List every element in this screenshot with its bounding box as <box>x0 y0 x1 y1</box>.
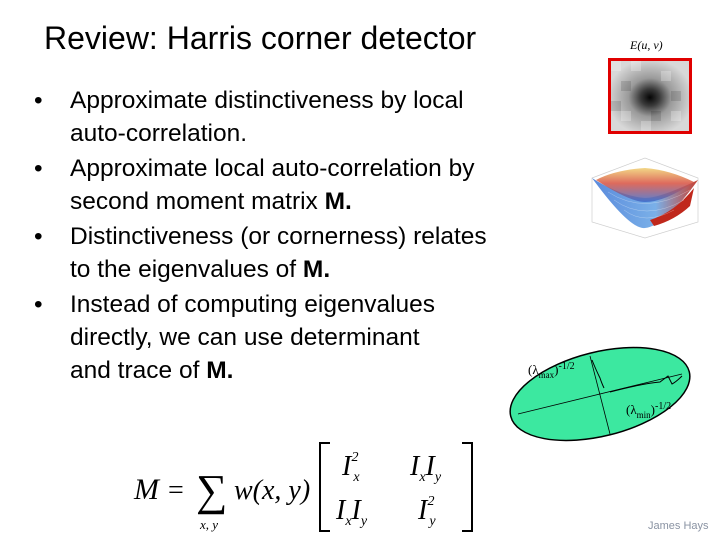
lambda-min-sup: -1/2 <box>655 401 671 412</box>
bullet-text: to the eigenvalues of <box>70 256 303 283</box>
matrix-bracket-left <box>319 442 330 532</box>
bullet-item: • Distinctiveness (or cornerness) relate… <box>34 220 594 286</box>
lambda-min-brace <box>609 375 683 393</box>
matrix-cell-21: IxIy <box>335 495 368 529</box>
bullet-line: second moment matrix M. <box>70 185 594 218</box>
autocorrelation-image <box>611 61 689 131</box>
eigenvalue-ellipse: (λmax)-1/2 (λmin)-1/2 <box>509 346 691 442</box>
bullet-bold: M. <box>302 256 331 283</box>
bullet-line: directly, we can use determinant <box>70 324 420 351</box>
bullet-text: second moment matrix <box>70 188 325 215</box>
slide-title: Review: Harris corner detector <box>44 20 477 56</box>
bullet-dot: • <box>34 87 43 114</box>
bullet-list: • Approximate distinctiveness by local a… <box>34 84 594 389</box>
bullet-line: Approximate distinctiveness by local <box>70 87 464 114</box>
bullet-dot: • <box>34 291 43 318</box>
bullet-dot: • <box>34 223 43 250</box>
bullet-line: Distinctiveness (or cornerness) relates <box>70 223 487 250</box>
formula-lhs: M <box>133 473 161 506</box>
formula-weight: w(x, y) <box>234 475 310 506</box>
matrix-bracket-right <box>462 442 473 532</box>
error-surface-plot <box>591 157 699 239</box>
bullet-item: • Instead of computing eigenvalues direc… <box>34 288 594 387</box>
lambda-max-close: ) <box>554 362 558 377</box>
bullet-bold: M. <box>324 188 352 215</box>
lambda-max-sub: max <box>539 370 555 380</box>
lambda-max-label: (λmax)-1/2 <box>528 361 575 380</box>
bullet-line: Approximate local auto-correlation by <box>70 155 475 182</box>
formula-sum: ∑ <box>196 466 227 515</box>
bullet-item: • Approximate distinctiveness by local a… <box>34 84 594 150</box>
lambda-min-sub: min <box>637 410 652 420</box>
bullet-line: and trace of M. <box>70 354 594 387</box>
formula-equals: = <box>168 475 184 506</box>
author-credit: James Hays <box>648 520 709 532</box>
bullet-line: to the eigenvalues of M. <box>70 253 594 286</box>
bullet-dot: • <box>34 155 43 182</box>
formula-sum-sub: x, y <box>199 517 218 532</box>
lambda-max-open: (λ <box>528 362 539 377</box>
lambda-min-close: ) <box>651 402 655 417</box>
lambda-max-brace <box>591 359 605 389</box>
autocorrelation-thumbnail <box>608 58 692 134</box>
bullet-text: and trace of <box>70 357 207 384</box>
bullet-line: Instead of computing eigenvalues <box>70 291 436 318</box>
lambda-max-sup: -1/2 <box>558 361 574 372</box>
euv-label: E(u, v) <box>630 38 663 52</box>
matrix-cell-12: IxIy <box>409 451 442 485</box>
bullet-bold: M. <box>206 357 234 384</box>
lambda-min-label: (λmin)-1/2 <box>626 401 671 420</box>
lambda-min-open: (λ <box>626 402 637 417</box>
bullet-item: • Approximate local auto-correlation by … <box>34 152 594 218</box>
bullet-line: auto-correlation. <box>70 120 248 147</box>
